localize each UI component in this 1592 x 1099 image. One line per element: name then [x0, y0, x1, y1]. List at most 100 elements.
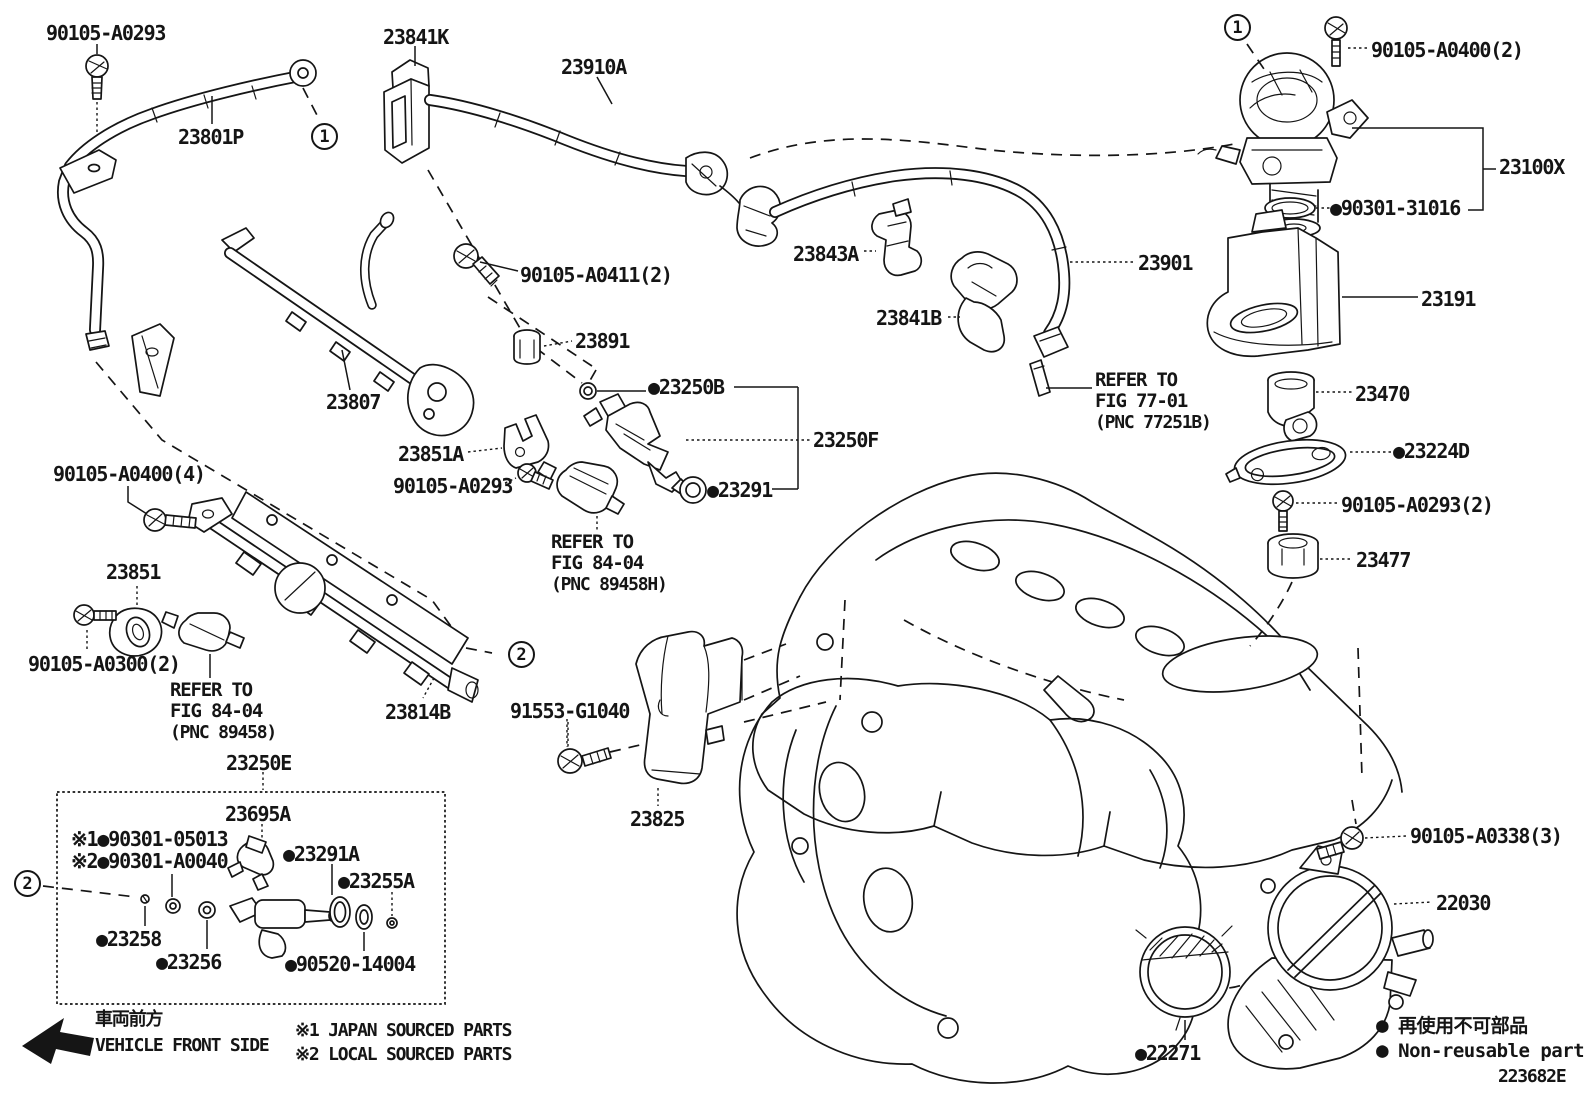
part-label-23901: 23901: [1138, 251, 1193, 275]
bolt-90105-a0293-top-art: [85, 54, 109, 146]
legend-nonreusable-en: ● Non-reusable part: [1376, 1038, 1585, 1062]
part-label-23291a: ●23291A: [283, 842, 360, 866]
part-label-22271: ●22271: [1135, 1041, 1201, 1065]
refer-8404h-line2: FIG 84-04: [551, 552, 644, 575]
sensor-23841b-art: [950, 251, 1018, 353]
bolt-90105-a0293-2-art: [1272, 490, 1338, 532]
legend-en-text: Non-reusable part: [1398, 1040, 1585, 1062]
gasket-23224d-art: [1225, 438, 1392, 486]
non-reusable-dot-icon: ●: [1376, 1038, 1389, 1062]
part-label-22030: 22030: [1436, 891, 1491, 915]
bolt-90105-a0411-art: [453, 243, 597, 385]
fuel-pump-23100x-art: [1197, 43, 1496, 238]
vehicle-front-arrow: [22, 1018, 94, 1064]
part-label-90105-a0411-2: 90105-A0411(2): [520, 263, 673, 287]
part-label-23477: 23477: [1356, 548, 1411, 572]
part-label-90105-a0293-x2: 90105-A0293(2): [1341, 493, 1494, 517]
pipe-23901-art: [769, 167, 1071, 397]
part-label-91553-g1040: 91553-G1040: [510, 699, 630, 723]
bolt-91553-art: [557, 719, 612, 774]
part-label-23841k: 23841K: [383, 25, 449, 49]
part-label-23256: ●23256: [156, 950, 222, 974]
part-label-23841b: 23841B: [876, 306, 942, 330]
fuel-rail-23814b-art: [187, 491, 479, 703]
part-label-23191: 23191: [1421, 287, 1476, 311]
part-label-23814b: 23814B: [385, 700, 451, 724]
sensor-fig8404h-art: [537, 461, 625, 531]
spacer-23477-art: [1249, 533, 1352, 647]
part-label-23695a: 23695A: [225, 802, 291, 826]
bolt-90105-a0400-4-art: [127, 486, 197, 532]
bracket-23191-art: [1206, 209, 1418, 358]
part-label-90105-a0338-3: 90105-A0338(3): [1410, 824, 1563, 848]
part-label-90301-31016: ●90301-31016: [1330, 196, 1461, 220]
leader-lines: [96, 44, 1135, 748]
part-label-23851: 23851: [106, 560, 161, 584]
part-label-23250f: 23250F: [813, 428, 879, 452]
gasket-22271-art: [1135, 925, 1233, 1040]
intake-manifold-art: [736, 677, 1259, 1084]
callout-1-pipe: 1: [311, 123, 338, 150]
bracket-23843a-art: [871, 198, 923, 277]
kit-box-23250e-art: [42, 772, 446, 1005]
part-label-90301-05013: ※1●90301-05013: [71, 827, 229, 851]
refer-note-fig7701: REFER TO FIG 77-01 (PNC 77251B): [1095, 369, 1212, 433]
non-reusable-dot-icon: ●: [1376, 1013, 1389, 1037]
part-label-23910a: 23910A: [561, 55, 627, 79]
refer-8404h-line1: REFER TO: [551, 531, 634, 553]
front-side-jp: 車両前方: [95, 1009, 163, 1030]
refer-8404h-line3: (PNC 89458H): [551, 573, 668, 595]
part-label-23258: ●23258: [96, 927, 162, 951]
pipe-23910a-art: [424, 94, 1235, 247]
part-label-90105-a0293-mid: 90105-A0293: [393, 474, 513, 498]
part-label-90520-14004: ●90520-14004: [285, 952, 416, 976]
part-label-90105-a0400-4: 90105-A0400(4): [53, 462, 206, 486]
part-label-23250b: ●23250B: [648, 375, 725, 399]
refer-8404-line3: (PNC 89458): [170, 721, 277, 743]
part-label-23255a: ●23255A: [338, 869, 415, 893]
part-label-23250e: 23250E: [226, 751, 292, 775]
spacer-23891-art: [513, 329, 573, 365]
fork-23851a-art: [467, 414, 550, 469]
engine-block-art: [752, 472, 1403, 869]
grommet-23851-art: [108, 586, 163, 657]
part-label-90105-a0293-top: 90105-A0293: [46, 21, 166, 45]
bolt-90105-a0338-art: [1316, 799, 1407, 860]
part-label-23843a: 23843A: [793, 242, 859, 266]
part-label-23891: 23891: [575, 329, 630, 353]
part-label-90301-a0040: ※2●90301-A0040: [71, 849, 229, 873]
injector-23250f-art: [579, 382, 810, 504]
insulator-23470-art: [1267, 371, 1352, 442]
part-label-23470: 23470: [1355, 382, 1410, 406]
part-label-23851a: 23851A: [398, 442, 464, 466]
refer-8404-line1: REFER TO: [170, 679, 253, 701]
bolt-90105-a0400-2-art: [1324, 16, 1368, 67]
drawing-code: 223682E: [1498, 1066, 1567, 1087]
note-japan-sourced: ※1 JAPAN SOURCED PARTS: [295, 1020, 512, 1041]
refer-note-fig8404h: REFER TO FIG 84-04 (PNC 89458H): [551, 531, 668, 595]
refer-7701-line2: FIG 77-01: [1095, 390, 1188, 413]
callout-1-pump: 1: [1224, 14, 1251, 41]
part-label-90105-a0400-2: 90105-A0400(2): [1371, 38, 1524, 62]
front-side-en: VEHICLE FRONT SIDE: [95, 1035, 270, 1056]
pipe-23801p-art: [57, 59, 493, 654]
part-label-90105-a0300-2: 90105-A0300(2): [28, 652, 181, 676]
part-label-23801p: 23801P: [178, 125, 244, 149]
part-label-23224d: ●23224D: [1393, 439, 1470, 463]
throttle-body-22030-art: [1227, 845, 1434, 1070]
note-local-sourced: ※2 LOCAL SOURCED PARTS: [295, 1044, 512, 1065]
bolt-90105-a0293-mid-art: [504, 463, 554, 490]
refer-7701-line1: REFER TO: [1095, 369, 1178, 391]
bolt-90105-a0300-art: [73, 604, 117, 650]
callout-2-rail: 2: [508, 641, 535, 668]
part-label-23807: 23807: [326, 390, 381, 414]
part-label-23825: 23825: [630, 807, 685, 831]
callout-2-kit: 2: [14, 870, 41, 897]
sensor-fig8404-art: [161, 611, 245, 678]
legend-nonreusable-jp: ●再使用不可部品: [1376, 1011, 1528, 1038]
bracket-23825-art: [609, 630, 827, 806]
fuel-rail-23807-art: [131, 211, 475, 437]
part-label-23291: ●23291: [707, 478, 773, 502]
